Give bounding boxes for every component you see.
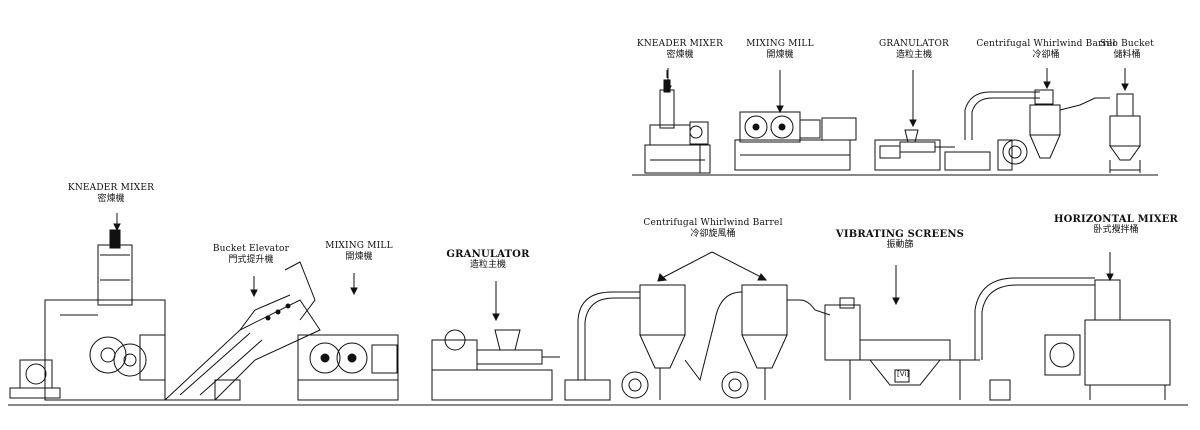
bottom-granulator-label: GRANULATOR 造粒主機: [446, 249, 530, 270]
vibrating-screens-machine: [787, 297, 980, 400]
top-centrifugal-barrel-label: Centrifugal Whirlwind Barrel 冷卻桶: [976, 39, 1116, 60]
bucket-elevator-machine: [163, 261, 321, 401]
top-kneader-mixer-label: KNEADER MIXER 密煉機: [636, 39, 724, 60]
top-callout-arrows: [664, 68, 1129, 128]
bottom-granulator-machine: [431, 329, 611, 401]
top-mixing-mill-machine: [734, 111, 857, 171]
top-mixing-mill-label: MIXING MILL 開煉機: [746, 39, 814, 60]
horizontal-mixer-machine: [974, 277, 1171, 401]
top-granulator-label: GRANULATOR 造粒主機: [878, 39, 950, 60]
vibrating-screens-label: VIBRATING SCREENS 振動篩: [835, 229, 965, 250]
bucket-elevator-label: Bucket Elevator 門式提升機: [212, 244, 290, 265]
top-silo-bucket-label: Silo Bucket 儲料桶: [1099, 39, 1155, 60]
bottom-production-line: [8, 213, 1188, 406]
horizontal-mixer-label: HORIZONTAL MIXER 卧式攪拌桶: [1053, 214, 1179, 235]
vibrating-screen-sign: [Vi]: [896, 370, 910, 378]
bottom-kneader-mixer-machine: [9, 229, 166, 401]
bottom-mixing-mill-label: MIXING MILL 開煉機: [325, 241, 393, 262]
top-kneader-mixer-machine: [644, 70, 711, 174]
bottom-centrifugal-barrel-machines: [577, 284, 788, 400]
bottom-callout-arrows: [113, 213, 1114, 322]
top-silo-bucket-machine: [1109, 93, 1141, 173]
bottom-mixing-mill-machine: [297, 334, 399, 401]
top-granulator-machine: [874, 129, 991, 171]
top-production-line: [632, 68, 1158, 176]
top-centrifugal-barrel-machine: [964, 89, 1110, 171]
bottom-centrifugal-barrel-label: Centrifugal Whirlwind Barrel 冷卻旋風桶: [643, 218, 783, 239]
bottom-kneader-mixer-label: KNEADER MIXER 密煉機: [67, 183, 155, 204]
